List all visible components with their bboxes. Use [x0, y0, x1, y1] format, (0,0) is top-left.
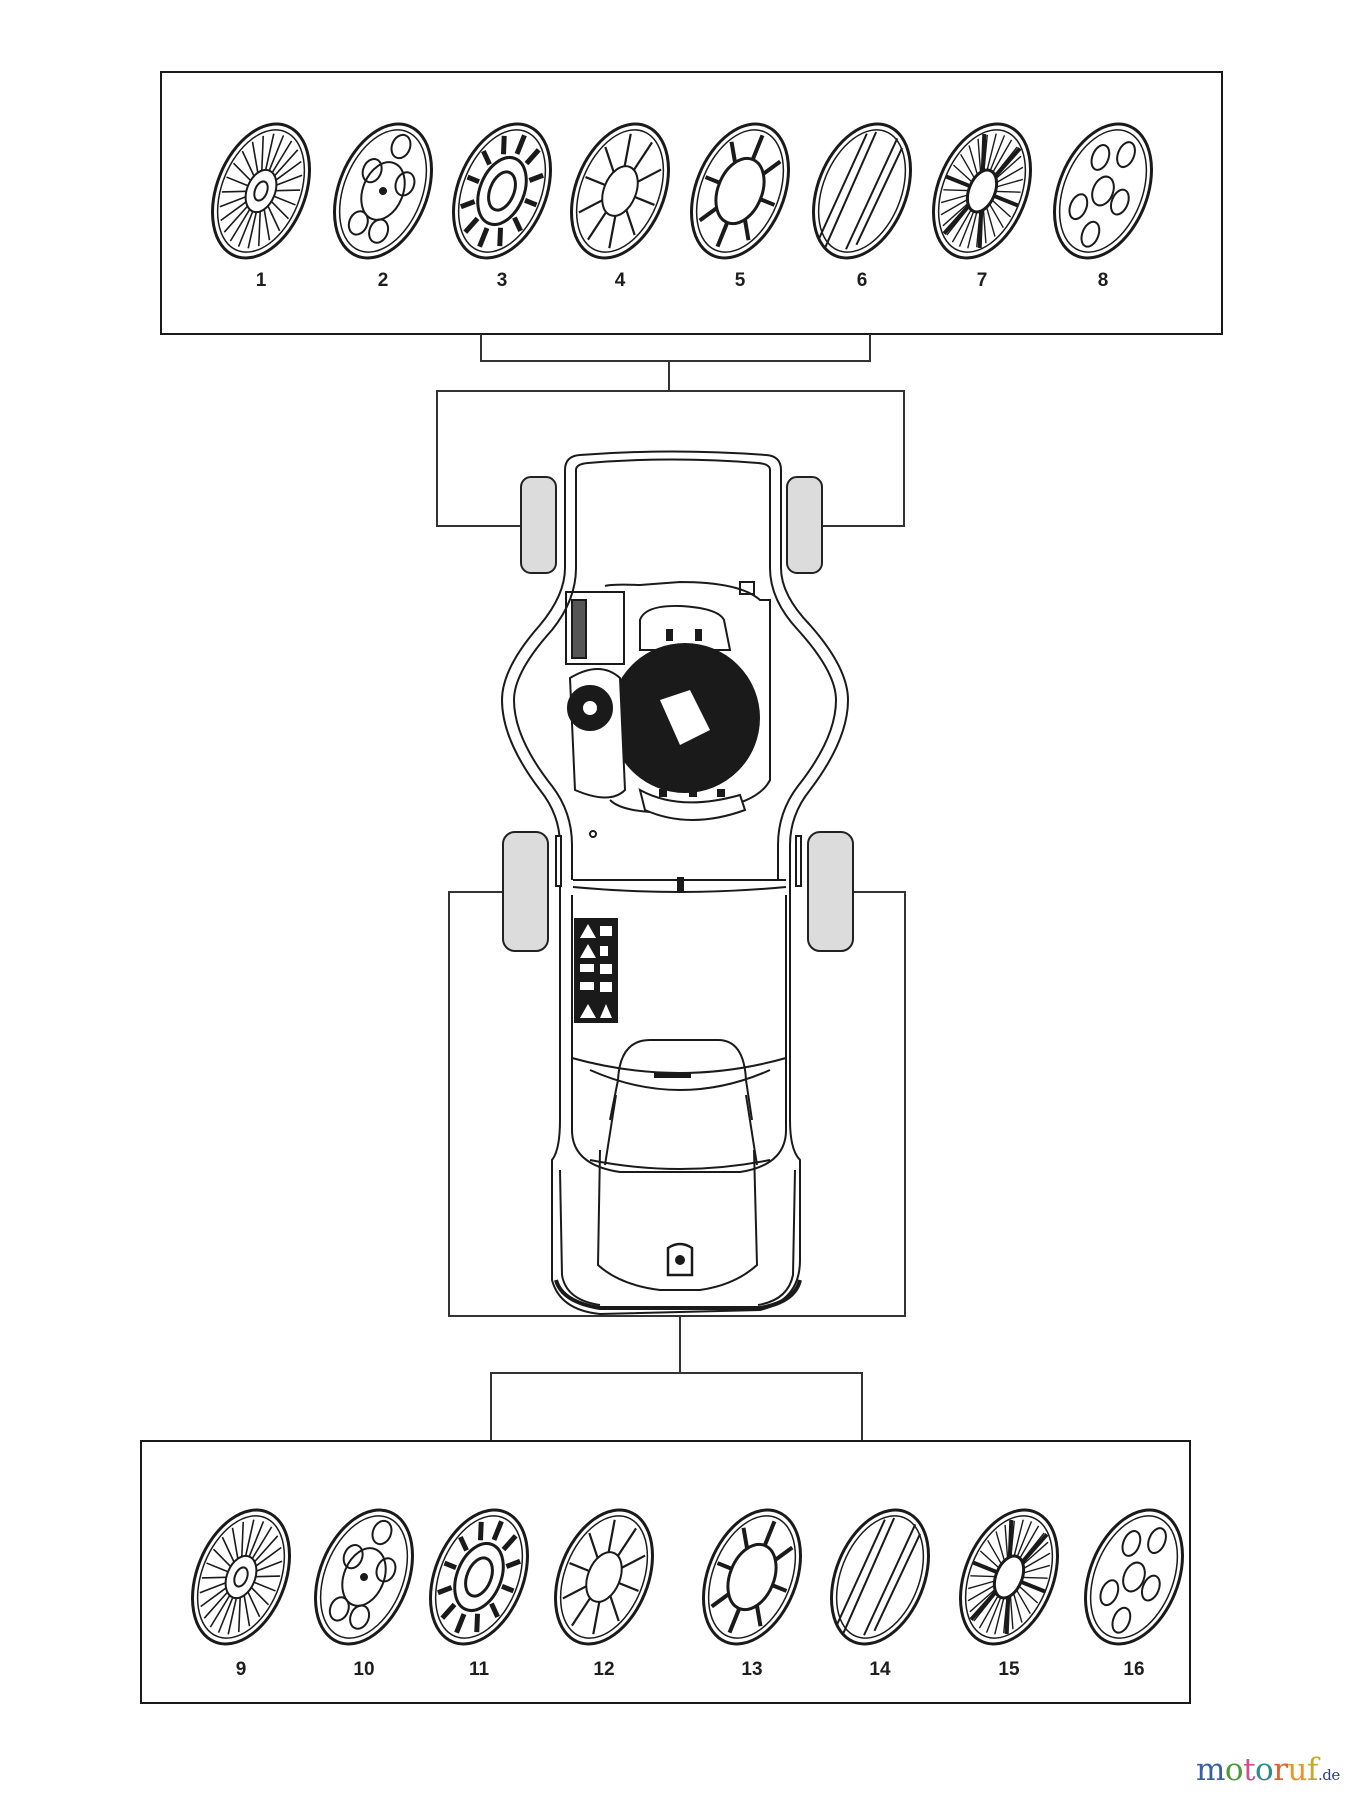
logo-tld: .de	[1318, 1766, 1340, 1784]
hubcap-number-label: 8	[1097, 270, 1109, 291]
logo-letter: r	[1273, 1752, 1288, 1788]
logo-letter: m	[1196, 1752, 1225, 1788]
front-right-wheel	[786, 476, 823, 574]
hubcap-number-label: 4	[614, 270, 626, 291]
hubcap-16-icon	[1079, 1497, 1189, 1657]
hubcap-8-icon	[1048, 111, 1158, 271]
hubcap-number-label: 15	[998, 1659, 1020, 1680]
rear-right-wheel	[807, 831, 854, 952]
hubcap-4-icon	[565, 111, 675, 271]
hubcap-number-label: 13	[741, 1659, 763, 1680]
mower-deck	[500, 450, 850, 1316]
hubcap-9-icon	[186, 1497, 296, 1657]
hubcap-number-label: 6	[856, 270, 868, 291]
hubcap-13-icon	[697, 1497, 807, 1657]
hubcap-14-icon	[825, 1497, 935, 1657]
hubcap-number-label: 7	[976, 270, 988, 291]
hubcap-number-label: 5	[734, 270, 746, 291]
engine-assembly	[565, 580, 771, 821]
front-left-wheel	[520, 476, 557, 574]
logo-letter: o	[1255, 1752, 1274, 1788]
hubcap-number-label: 2	[377, 270, 389, 291]
hubcap-number-label: 1	[255, 270, 267, 291]
logo-letter: o	[1224, 1752, 1244, 1788]
hubcap-number-label: 9	[235, 1659, 247, 1680]
hubcap-6-icon	[807, 111, 917, 271]
hubcap-12-icon	[549, 1497, 659, 1657]
hubcap-number-label: 12	[593, 1659, 615, 1680]
hubcap-number-label: 14	[869, 1659, 891, 1680]
hubcap-number-label: 11	[468, 1659, 490, 1680]
hubcap-number-label: 3	[496, 270, 508, 291]
logo-letter: u	[1287, 1752, 1308, 1788]
hubcap-2-icon	[328, 111, 438, 271]
hubcap-7-icon	[927, 111, 1037, 271]
hubcap-1-icon	[206, 111, 316, 271]
hubcap-10-icon	[309, 1497, 419, 1657]
hubcap-number-label: 10	[353, 1659, 375, 1680]
logo-letter: t	[1243, 1752, 1256, 1788]
hubcap-3-icon	[447, 111, 557, 271]
hubcap-15-icon	[954, 1497, 1064, 1657]
warning-label-decal	[574, 918, 618, 1023]
logo-letter: f	[1307, 1752, 1318, 1788]
hubcap-11-icon	[424, 1497, 534, 1657]
hubcap-5-icon	[685, 111, 795, 271]
motoruf-logo: motoruf.de	[1196, 1752, 1340, 1788]
hubcap-number-label: 16	[1123, 1659, 1145, 1680]
rear-left-wheel	[502, 831, 549, 952]
